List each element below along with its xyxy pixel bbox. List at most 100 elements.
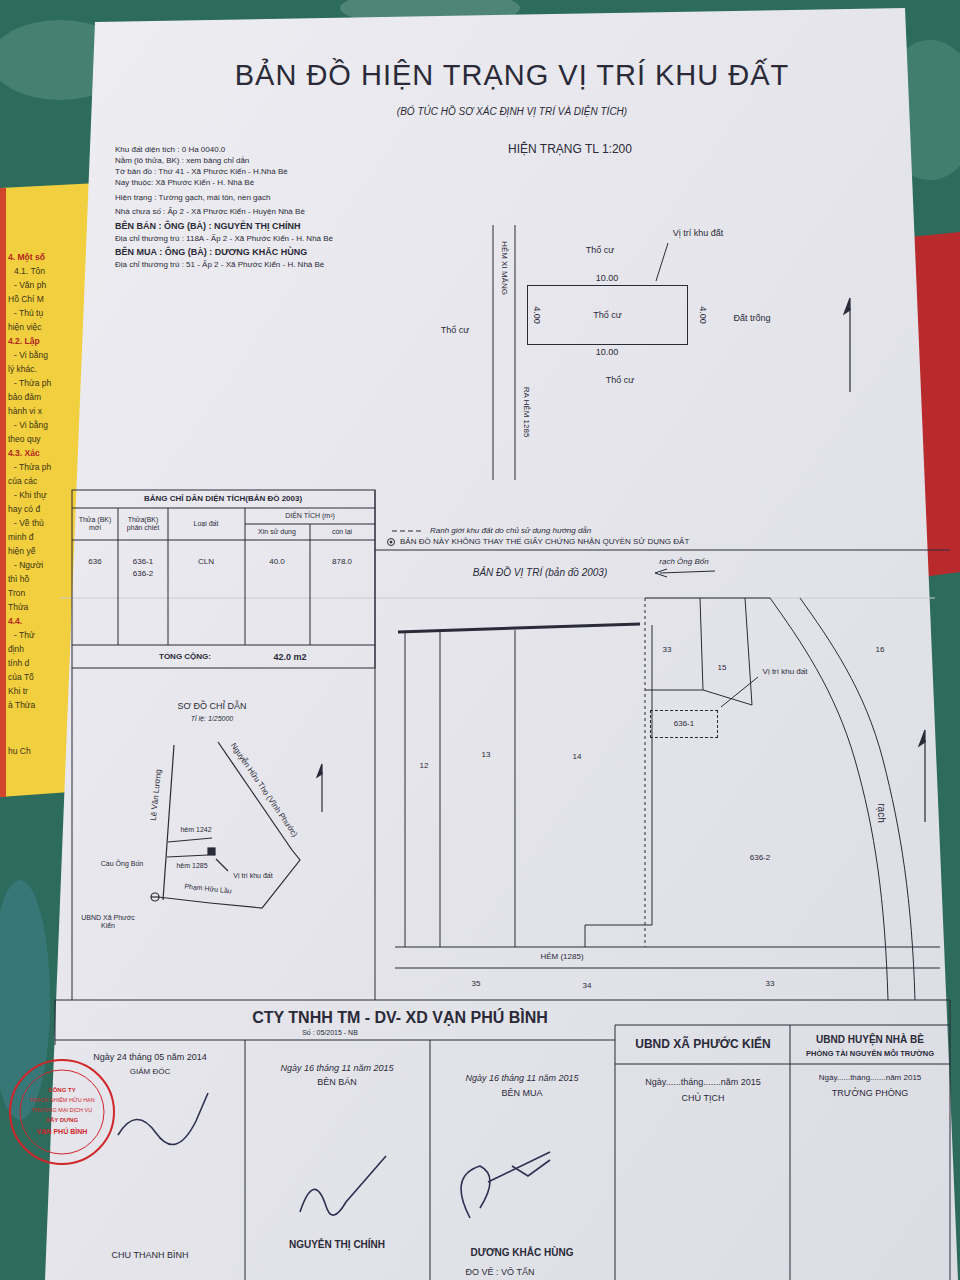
- background-document-text: à Thửa: [8, 701, 35, 711]
- background-document-text: theo quy: [8, 435, 41, 445]
- site-plan-label: Thổ cư: [586, 245, 615, 255]
- background-document-text: Tron: [8, 589, 25, 599]
- area-table: [72, 645, 375, 646]
- location-map: [721, 677, 758, 707]
- legend-text: Ranh giới khu đất do chủ sử dụng hướng d…: [430, 526, 591, 535]
- background-document-text: - Người: [14, 561, 43, 571]
- location-map-label: 13: [482, 750, 491, 759]
- paper-sheet: [60, 598, 935, 599]
- location-map-label: rạch Ông Bốn: [659, 557, 708, 566]
- signature-block-text: PHÒNG TÀI NGUYÊN MÔI TRƯỜNG: [806, 1050, 934, 1059]
- background-document-text: 4.4.: [8, 617, 22, 627]
- location-map: [703, 690, 752, 705]
- location-map-label: 12: [420, 761, 429, 770]
- location-map-label: 35: [472, 979, 481, 988]
- signature-frame: [615, 1025, 950, 1026]
- guide-map-label: Tỉ lệ: 1/25000: [191, 715, 233, 723]
- background-document-text: của các: [8, 477, 37, 487]
- location-map-label: 14: [573, 752, 582, 761]
- location-map: [645, 690, 703, 691]
- table-cell: Xin sử dụng: [258, 528, 296, 536]
- location-map-label: 33: [663, 645, 672, 654]
- location-map: [700, 598, 703, 690]
- location-map-label: Vị trí khu đất: [763, 667, 808, 676]
- guide-map: [151, 896, 159, 897]
- table-cell: DIỆN TÍCH (m²): [285, 512, 335, 520]
- area-table: [72, 508, 375, 509]
- location-map: [405, 633, 406, 947]
- north-arrow: [321, 772, 322, 812]
- guide-map-label: Vị trí khu đất: [233, 872, 272, 880]
- site-plan-label: HIỆN TRẠNG TL 1:200: [508, 143, 632, 157]
- site-plan-label: Thổ cư: [441, 325, 470, 335]
- signature-frame: [245, 1040, 246, 1280]
- guide-map: [168, 838, 212, 842]
- table-cell: Loại đất: [194, 520, 219, 528]
- location-map: [585, 625, 652, 947]
- legend-sample: [392, 530, 424, 531]
- area-table: [388, 539, 395, 546]
- location-map: [655, 569, 667, 577]
- guide-map-label: hẻm 1285: [176, 862, 207, 870]
- area-table: [72, 668, 73, 1000]
- stamp-text: THƯƠNG MẠI DỊCH VỤ: [32, 1107, 92, 1113]
- background-document-text: - Văn ph: [14, 281, 46, 291]
- background-document-text: 4.1. Tôn: [14, 267, 45, 277]
- signature-block-text: ĐO VẼ : VÕ TẤN: [466, 1267, 535, 1277]
- guide-map-label: SƠ ĐỒ CHỈ DẪN: [177, 701, 246, 711]
- background-document-text: lý khác.: [8, 365, 37, 375]
- area-table: [118, 508, 119, 645]
- location-map-label: BẢN ĐỒ VỊ TRÍ (bản đồ 2003): [473, 567, 608, 579]
- signature-block-text: BÊN MUA: [501, 1088, 542, 1098]
- company-stamp: [20, 1070, 104, 1154]
- paper-sheet: [45, 8, 958, 1280]
- guide-map-label: UBND Xã Phước Kiển: [77, 914, 139, 930]
- signature-block-text: CHỦ TỊCH: [682, 1093, 725, 1103]
- site-plan-label: 10.00: [596, 347, 619, 357]
- signature-frame: [790, 1025, 791, 1280]
- background-document-text: hiện yế: [8, 547, 35, 557]
- background-document-text: minh đ: [8, 533, 34, 543]
- signature-frame: [430, 1040, 431, 1280]
- location-map-label: 33: [766, 979, 775, 988]
- background-document-text: hay có đ: [8, 505, 40, 515]
- site-plan-label: Đất trống: [733, 313, 770, 323]
- site-plan-label: Thổ cư: [606, 375, 635, 385]
- table-cell: TỔNG CỘNG:: [159, 652, 211, 661]
- background-document-text: - Thử: [14, 631, 35, 641]
- header-field: Khu đất diện tích : 0 Ha 0040.0: [115, 145, 225, 154]
- table-cell: 878.0: [332, 557, 352, 566]
- site-plan-label: 10.00: [596, 273, 619, 283]
- location-map: [395, 947, 940, 948]
- subtitle: (BỔ TÚC HỒ SƠ XÁC ĐỊNH VỊ TRÍ VÀ DIỆN TÍ…: [397, 106, 627, 118]
- signature-frame: [55, 1000, 950, 1280]
- signature-frame: [55, 1000, 950, 1001]
- header-field: Tờ bản đồ : Thứ 41 - Xã Phước Kiển - H.N…: [115, 167, 288, 176]
- location-map: [440, 632, 441, 947]
- signature-block-text: CHU THANH BÌNH: [112, 1250, 189, 1260]
- background-document-text: - Thủ tụ: [14, 309, 43, 319]
- location-map: [770, 598, 888, 1000]
- background-document-text: - Vi bằng: [14, 421, 48, 431]
- signature-frame: [615, 1025, 616, 1280]
- area-table: [72, 540, 375, 541]
- location-map-label: HẺM (1285): [540, 952, 583, 961]
- area-table: [72, 490, 375, 668]
- location-map: [398, 624, 640, 632]
- node-label: 636-1: [674, 719, 694, 728]
- header-field: Hiện trạng : Tường gạch, mái tôn, nền gạ…: [115, 193, 270, 202]
- signature-block-text: BÊN BÁN: [317, 1077, 357, 1087]
- location-map: [745, 598, 752, 705]
- map-note: BẢN ĐỒ NÀY KHÔNG THAY THẾ GIẤY CHỨNG NHẬ…: [400, 537, 689, 546]
- table-cell: 40.0: [269, 557, 285, 566]
- location-map: [645, 598, 770, 599]
- location-map-label: rạch: [875, 803, 887, 822]
- signature-block-text: TRƯỞNG PHÒNG: [832, 1088, 908, 1098]
- site-plan-label: 4.00: [698, 306, 708, 324]
- background-document-text: Khi tr: [8, 687, 28, 697]
- signature-block-text: Ngày 24 tháng 05 năm 2014: [93, 1052, 207, 1062]
- signature-frame: [615, 1064, 950, 1065]
- company-stamp: [10, 1060, 114, 1164]
